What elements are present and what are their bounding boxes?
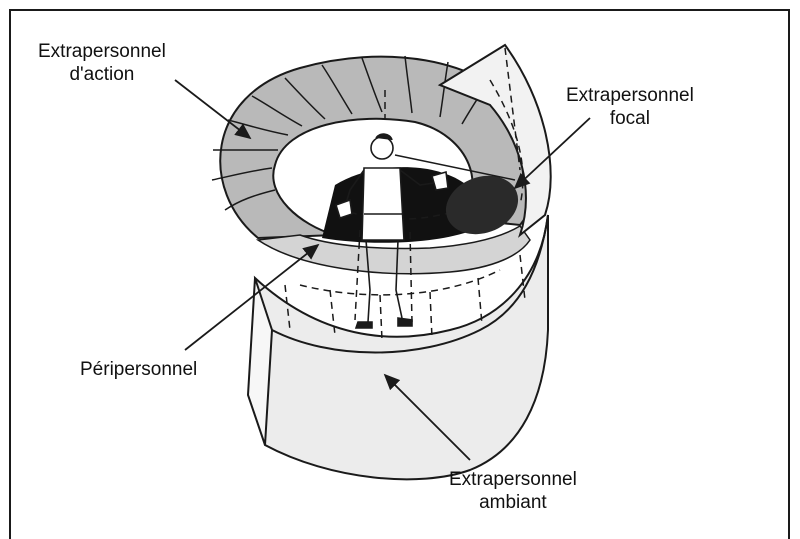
label-extra-focal: Extrapersonnel focal bbox=[566, 84, 694, 130]
label-extra-ambiant-line1: Extrapersonnel bbox=[449, 468, 577, 491]
label-peripersonnel: Péripersonnel bbox=[80, 358, 197, 381]
label-peripersonnel-text: Péripersonnel bbox=[80, 358, 197, 381]
label-extra-action: Extrapersonnel d'action bbox=[38, 40, 166, 86]
label-extra-focal-line2: focal bbox=[566, 107, 694, 130]
label-extra-focal-line1: Extrapersonnel bbox=[566, 84, 694, 107]
label-extra-action-line2: d'action bbox=[38, 63, 166, 86]
label-extra-action-line1: Extrapersonnel bbox=[38, 40, 166, 63]
label-extra-ambiant: Extrapersonnel ambiant bbox=[449, 468, 577, 514]
label-extra-ambiant-line2: ambiant bbox=[449, 491, 577, 514]
